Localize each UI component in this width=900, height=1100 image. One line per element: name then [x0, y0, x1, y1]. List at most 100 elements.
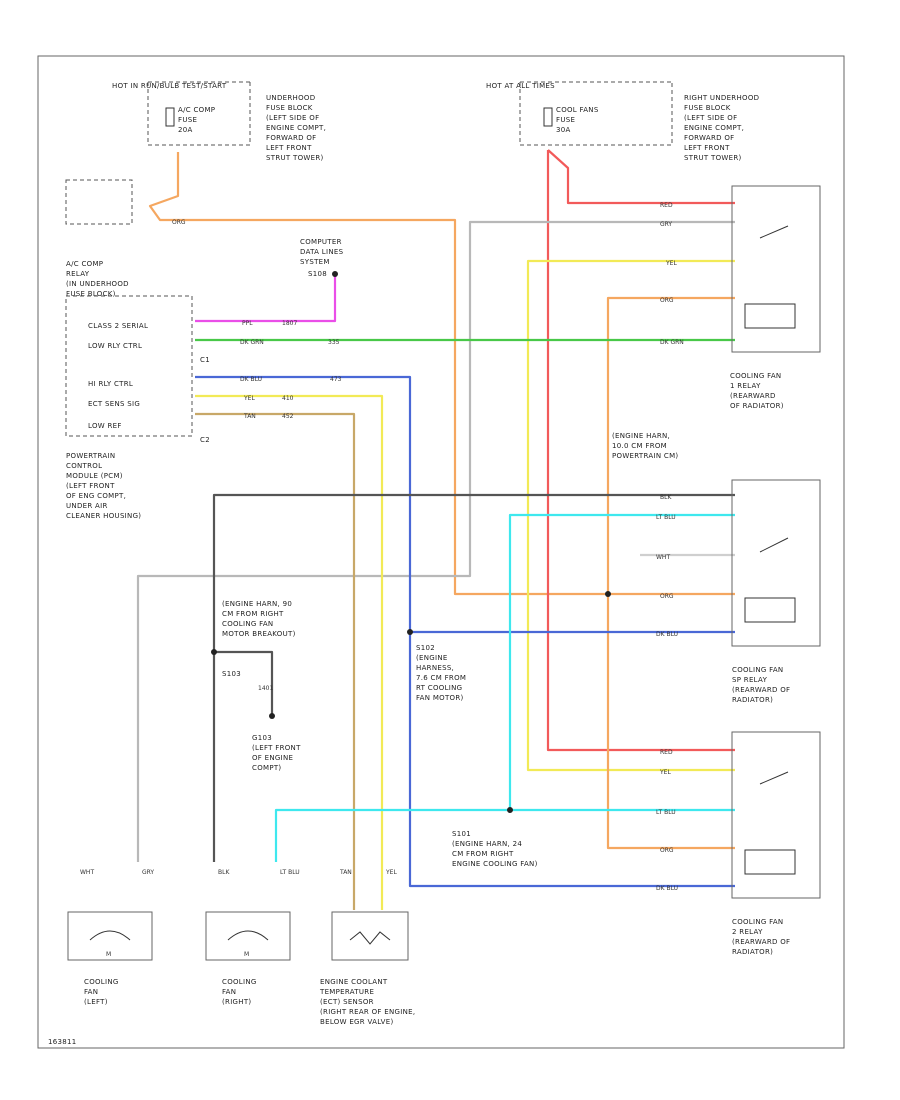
wire-label-c2n: 335	[328, 339, 340, 346]
wire-label-yel: YEL	[665, 260, 677, 267]
engine-harness-radiator-label-line-2: 10.0 CM FROM	[612, 442, 667, 450]
s101-label-line-4: ENGINE COOLING FAN)	[452, 860, 538, 868]
wire-label-org: ORG	[172, 219, 186, 226]
ground-g103	[269, 713, 275, 719]
s102-label-line-5: RT COOLING	[416, 684, 462, 692]
cooling-fan-sp-relay-label-line-4: RADIATOR)	[732, 696, 773, 704]
ect-sensor-label-line-2: TEMPERATURE	[319, 988, 374, 996]
underhood-fuse-block-right-label-line-7: STRUT TOWER)	[684, 154, 742, 162]
cooling-fan-sp-relay-label-line-2: SP RELAY	[732, 676, 768, 684]
cooling-fan-sp-relay	[731, 479, 821, 647]
pcm-pin-label-6: LOW REF	[88, 422, 122, 430]
diagram-frame	[37, 55, 845, 1049]
wire-label-c1n: 1807	[282, 320, 297, 327]
wire-label-yel3: YEL	[243, 395, 255, 402]
wire-purple	[195, 274, 337, 323]
s103-label: S103	[222, 670, 241, 678]
wire-label-dkblu2: DK BLU	[656, 885, 678, 892]
underhood-fuse-block-right-label-line-1: RIGHT UNDERHOOD	[684, 94, 759, 102]
s101-label-line-2: (ENGINE HARN, 24	[452, 840, 522, 848]
wire-label-ltblu2: LT BLU	[656, 809, 676, 816]
cooling-fan-right-label-line-2: FAN	[222, 988, 236, 996]
cooling-fan-left-label-line-3: (LEFT)	[84, 998, 108, 1006]
ect-sensor-label-line-4: (RIGHT REAR OF ENGINE,	[320, 1008, 415, 1016]
s102-label-line-1: S102	[416, 644, 435, 652]
ac-fuse-label-line-1: A/C COMP	[178, 106, 215, 114]
ect-sensor	[331, 911, 409, 961]
s101-label-line-1: S101	[452, 830, 471, 838]
wire-label-org3: ORG	[660, 593, 674, 600]
hot-at-all-times-label: HOT AT ALL TIMES	[486, 82, 555, 90]
splice-data-line	[332, 271, 338, 277]
s101-label-line-3: CM FROM RIGHT	[452, 850, 514, 858]
s102-label-line-2: (ENGINE	[416, 654, 448, 662]
wire-label-red2: RED	[660, 749, 673, 756]
wire-label-blk: BLK	[660, 494, 672, 501]
wire-label-gry2: GRY	[142, 869, 154, 876]
pcm-label-line-3: MODULE (PCM)	[66, 472, 123, 480]
ac-comp-relay-label-line-2: RELAY	[66, 270, 90, 278]
fan-left-motor-label: M	[106, 951, 111, 958]
cooling-fan-1-relay-label-line-1: COOLING FAN	[730, 372, 781, 380]
component-labels: HOT IN RUN/BULB TEST/START HOT AT ALL TI…	[48, 82, 790, 1046]
wire-label-tan: TAN	[243, 413, 256, 420]
ac-comp-relay-label-line-1: A/C COMP	[66, 260, 103, 268]
underhood-fuse-block-left-label-line-7: STRUT TOWER)	[266, 154, 324, 162]
ac-comp-relay-label-line-3: (IN UNDERHOOD	[66, 280, 129, 288]
wire-label-c4n: 410	[282, 395, 294, 402]
wire-label-circ1: 1401	[258, 685, 273, 692]
cooling-fan-2-relay-label-line-1: COOLING FAN	[732, 918, 783, 926]
splice-s102	[407, 629, 413, 635]
engine-harness-radiator-label-line-3: POWERTRAIN CM)	[612, 452, 678, 460]
pcm-label-line-1: POWERTRAIN	[66, 452, 115, 460]
underhood-fuse-block-right-label-line-6: LEFT FRONT	[684, 144, 730, 152]
wire-orange	[148, 152, 735, 596]
cooling-fan-left-label-line-1: COOLING	[84, 978, 119, 986]
wire-label-yel4: YEL	[385, 869, 397, 876]
underhood-fuse-block-right-label-line-3: (LEFT SIDE OF	[684, 114, 737, 122]
fan-right-motor-label: M	[244, 951, 249, 958]
relay-sp-switch-icon	[759, 537, 789, 553]
cooling-fan-sp-relay-label-line-1: COOLING FAN	[732, 666, 783, 674]
s108-label: S108	[308, 270, 327, 278]
pcm-box	[65, 295, 193, 437]
ac-fuse-icon	[165, 107, 175, 127]
wire-gray	[136, 220, 735, 862]
cooling-fan-1-relay-label-line-4: OF RADIATOR)	[730, 402, 784, 410]
cooling-fan-right-label-line-1: COOLING	[222, 978, 257, 986]
pcm-label-line-6: UNDER AIR	[66, 502, 108, 510]
ac-comp-relay-label-line-4: FUSE BLOCK)	[66, 290, 116, 298]
wire-tan	[195, 412, 356, 910]
computer-data-lines-label-line-2: DATA LINES	[300, 248, 344, 256]
ac-relay-box	[65, 179, 133, 225]
pcm-label-line-5: OF ENG COMPT,	[66, 492, 126, 500]
engine-harness-left-label-line-1: (ENGINE HARN, 90	[222, 600, 292, 608]
relay-1-switch-icon	[759, 225, 789, 239]
relay-internals	[744, 225, 796, 875]
cooling-fan-2-relay-label-line-2: 2 RELAY	[732, 928, 763, 936]
ect-thermistor-icon	[349, 931, 391, 945]
pcm-label-line-7: CLEANER HOUSING)	[66, 512, 141, 520]
pcm-pin-label-3: C1	[200, 356, 210, 364]
wires	[136, 149, 735, 910]
wire-label-red: RED	[660, 202, 673, 209]
wire-label-c5n: 452	[282, 413, 294, 420]
wire-label-blk2: BLK	[218, 869, 230, 876]
underhood-fuse-block-right-label-line-5: FORWARD OF	[684, 134, 734, 142]
wire-label-c3n: 473	[330, 376, 342, 383]
wire-label-tan2: TAN	[339, 869, 352, 876]
pcm-pin-label-1: CLASS 2 SERIAL	[88, 322, 148, 330]
component-internals	[89, 930, 391, 945]
wire-label-wht: WHT	[656, 554, 670, 561]
s102-label-line-4: 7.6 CM FROM	[416, 674, 466, 682]
underhood-fuse-block-right-label-line-4: ENGINE COMPT,	[684, 124, 744, 132]
wire-label-org4: ORG	[660, 847, 674, 854]
s102-label-line-6: FAN MOTOR)	[416, 694, 464, 702]
g103-label-line-4: COMPT)	[252, 764, 281, 772]
g103-label-line-3: OF ENGINE	[252, 754, 293, 762]
wire-label-org2: ORG	[660, 297, 674, 304]
cooling-fan-1-relay-label-line-2: 1 RELAY	[730, 382, 761, 390]
underhood-fuse-block-left-label-line-4: ENGINE COMPT,	[266, 124, 326, 132]
